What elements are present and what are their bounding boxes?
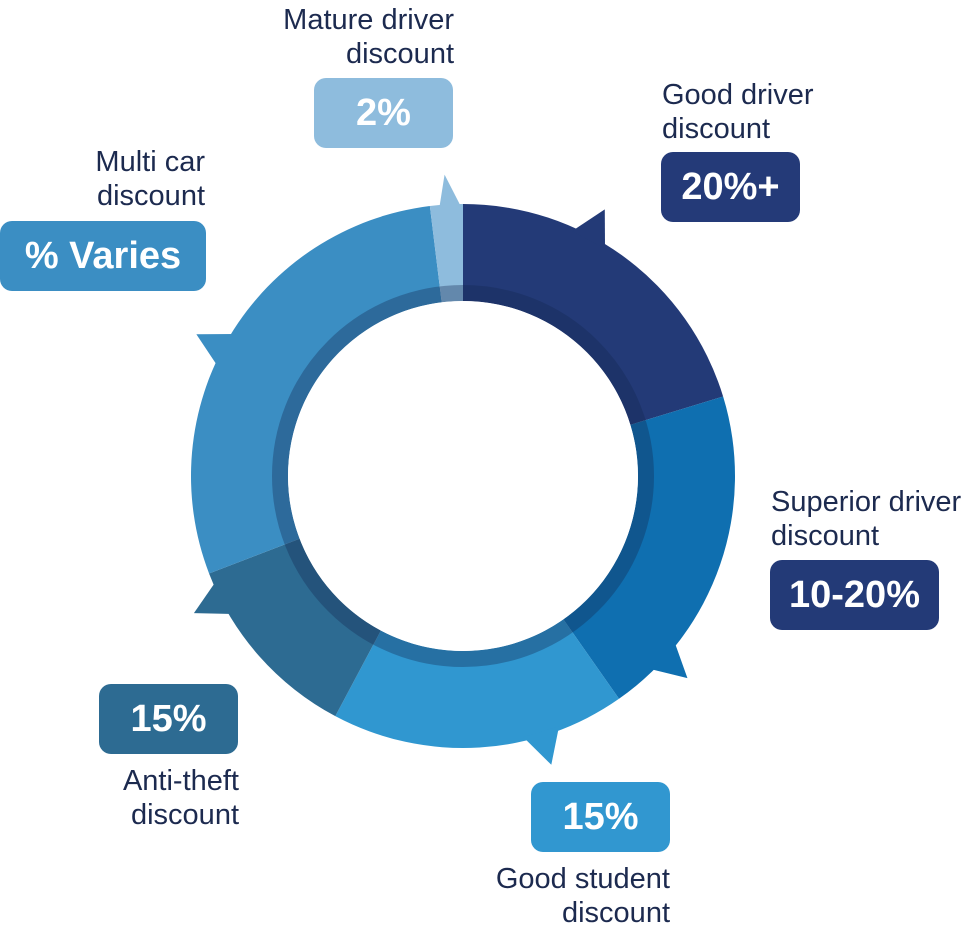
ring-segments — [191, 174, 735, 765]
mature-driver-pointer — [439, 174, 461, 208]
multi-car-segment — [191, 206, 442, 574]
good-student-label: Good student discount — [496, 862, 670, 930]
superior-driver-segment — [563, 396, 735, 699]
anti-theft-label-line-1: Anti-theft — [122, 765, 239, 797]
superior-driver-label-line-1: Superior driver — [771, 486, 962, 518]
multi-car-pointer — [196, 333, 236, 367]
inner-ring-band — [272, 285, 654, 667]
multi-car-label: Multi car discount — [95, 145, 205, 213]
ring-inner-band — [272, 285, 654, 667]
good-driver-value-badge: 20%+ — [661, 152, 800, 222]
multi-car-value-badge: % Varies — [0, 221, 206, 291]
good-driver-label-line-1: Good driver — [662, 79, 814, 111]
good-student-segment — [335, 619, 620, 749]
mature-driver-segment — [429, 204, 463, 303]
superior-driver-value-badge: 10-20% — [770, 560, 939, 630]
mature-driver-label-line-1: Mature driver — [283, 4, 454, 36]
good-student-label-line-1: Good student — [495, 863, 670, 895]
good-driver-pointer — [572, 209, 606, 249]
anti-theft-label-line-2: discount — [130, 799, 239, 831]
ring-center — [288, 301, 638, 651]
good-driver-segment — [463, 204, 724, 425]
good-driver-label: Good driver discount — [662, 78, 814, 146]
anti-theft-pointer — [193, 580, 234, 615]
good-student-label-line-2: discount — [561, 897, 670, 929]
anti-theft-label: Anti-theft discount — [123, 764, 239, 832]
mature-driver-value-badge: 2% — [314, 78, 453, 148]
multi-car-label-line-2: discount — [96, 180, 205, 212]
anti-theft-value-badge: 15% — [99, 684, 238, 754]
anti-theft-segment — [209, 538, 381, 717]
superior-driver-label-line-2: discount — [771, 520, 880, 552]
superior-driver-label: Superior driver discount — [771, 485, 961, 553]
good-driver-label-line-2: discount — [662, 113, 771, 145]
multi-car-label-line-1: Multi car — [95, 146, 205, 178]
mature-driver-label: Mature driver discount — [283, 3, 454, 71]
good-student-value-badge: 15% — [531, 782, 670, 852]
superior-driver-pointer — [649, 640, 688, 679]
good-student-pointer — [523, 726, 560, 765]
mature-driver-label-line-2: discount — [345, 38, 454, 70]
